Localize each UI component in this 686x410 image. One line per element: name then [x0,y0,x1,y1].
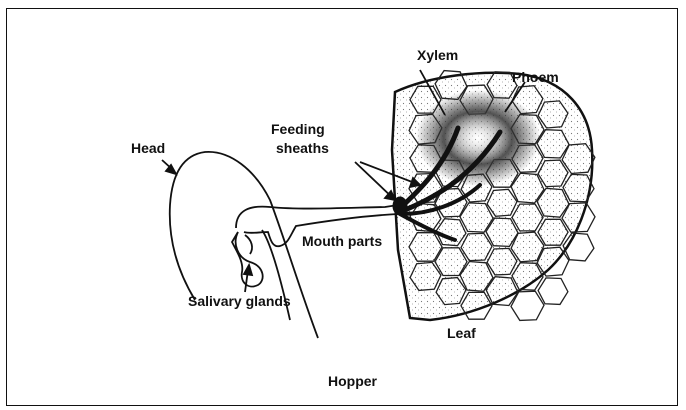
head-outline [170,152,318,338]
label-head: Head [131,140,165,156]
label-salivary-glands: Salivary glands [188,293,291,309]
label-leaf: Leaf [447,325,476,341]
leaf-cell [538,278,568,305]
label-phloem: Phoem [512,69,559,85]
gland-lobe [245,235,252,254]
label-xylem: Xylem [417,47,458,63]
label-sheaths: sheaths [276,140,329,156]
caption-hopper: Hopper [328,373,377,389]
label-mouth-parts: Mouth parts [302,233,382,249]
label-feeding: Feeding [271,121,325,137]
leaf-cross-section [392,71,595,321]
